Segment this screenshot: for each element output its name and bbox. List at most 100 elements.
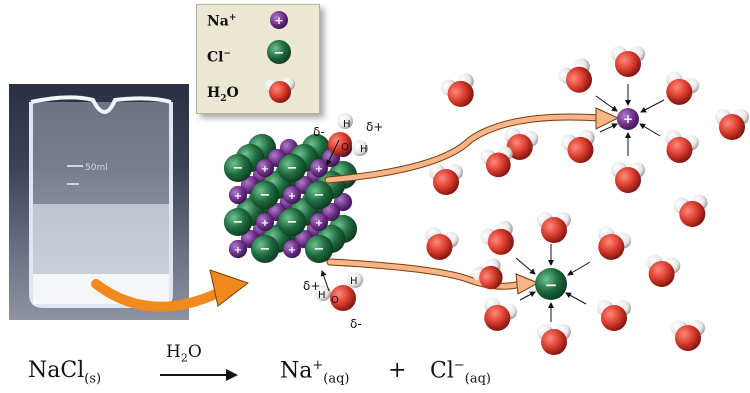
water-molecule: [429, 164, 463, 195]
legend-sodium-label: Na+: [207, 13, 236, 30]
water-molecule: [472, 258, 503, 290]
svg-text:+: +: [288, 245, 296, 256]
svg-text:−: −: [233, 215, 244, 230]
beaker-to-crystal-arrow: [91, 279, 225, 312]
svg-text:−: −: [260, 188, 271, 203]
equation-product-sodium: Na+(aq): [280, 358, 350, 387]
legend-water-icon: [265, 77, 295, 103]
lattice-chloride-ion: −: [250, 180, 280, 210]
bottom-delta-plus: δ+: [303, 279, 320, 293]
product-chloride-symbol: Cl: [430, 358, 454, 384]
lattice-sodium-ion: +: [228, 239, 248, 259]
legend-water-sub: 2: [220, 93, 227, 104]
solvent-h: H: [166, 342, 181, 362]
legend-water-h: H: [207, 85, 221, 101]
svg-text:+: +: [261, 164, 269, 175]
product-chloride-state: (aq): [464, 371, 491, 387]
water-molecule: [597, 300, 631, 331]
water-molecule: [665, 129, 699, 163]
water-molecule: [537, 212, 571, 243]
svg-text:+: +: [234, 191, 242, 202]
hydration-pointers: [515, 84, 665, 322]
water-molecule: [558, 58, 592, 93]
water-molecule: [484, 297, 518, 331]
product-sodium-charge: +: [312, 358, 324, 373]
svg-text:+: +: [261, 218, 269, 229]
hydrated-chloride-ion: −: [535, 268, 567, 300]
arrow-to-sodium-head: [595, 107, 620, 130]
product-chloride-charge: −: [453, 358, 465, 373]
hydration-arrow: [515, 257, 536, 275]
water-molecule: [611, 46, 645, 77]
svg-text:−: −: [287, 215, 298, 230]
lattice-chloride-ion: −: [223, 207, 253, 237]
beaker-arrow-head: [209, 269, 250, 307]
svg-text:−: −: [287, 161, 298, 176]
lattice-chloride-ion: −: [277, 207, 307, 237]
hydrated-sodium-ion: +: [617, 108, 639, 130]
bottom-h-upper-label: H: [350, 276, 358, 287]
water-molecule: [715, 109, 749, 140]
hydration-arrow: [567, 261, 591, 276]
water-molecule: [561, 129, 595, 163]
lattice-sodium-ion: +: [282, 185, 302, 205]
reaction-arrow-head: [226, 369, 238, 381]
water-molecule: [598, 226, 632, 260]
svg-text:−: −: [233, 161, 244, 176]
attached-water-top: O H H δ- δ+: [313, 113, 383, 166]
legend-chloride-symbol: Cl: [207, 49, 224, 66]
hydration-arrow: [519, 291, 536, 301]
equation-solvent: H2O: [166, 342, 202, 364]
lattice-chloride-ion: −: [223, 153, 253, 183]
lattice-sodium-ion: +: [309, 212, 329, 232]
svg-text:+: +: [288, 191, 296, 202]
water-molecule: [673, 194, 708, 227]
reactant-formula: NaCl: [28, 358, 85, 383]
legend-water-o: O: [226, 85, 239, 101]
reactant-state: (s): [84, 371, 102, 387]
legend-chloride-charge: −: [223, 49, 232, 59]
top-delta-minus: δ-: [313, 125, 325, 139]
lattice-chloride-ion: −: [277, 153, 307, 183]
svg-text:+: +: [274, 14, 283, 27]
lattice-sodium-ion: +: [255, 212, 275, 232]
svg-text:−: −: [314, 188, 325, 203]
lattice-sodium-ion: [321, 202, 341, 222]
bottom-delta-minus: δ-: [350, 317, 362, 331]
nacl-crystal: −+−++−+−−+−++−+−: [223, 133, 358, 264]
hydration-arrow: [640, 99, 665, 113]
bottom-oxygen-label: O: [331, 295, 339, 306]
water-molecule: [425, 226, 459, 260]
water-molecule: [480, 146, 513, 178]
svg-text:−: −: [274, 46, 285, 61]
water-molecule: [611, 162, 645, 193]
water-molecules: [425, 46, 749, 355]
legend-chloride-label: Cl−: [207, 49, 231, 66]
product-sodium-state: (aq): [323, 371, 350, 387]
svg-text:+: +: [234, 245, 242, 256]
svg-text:−: −: [314, 242, 325, 257]
water-molecule: [537, 324, 571, 355]
top-h-lower-label: H: [360, 144, 368, 155]
product-sodium-symbol: Na: [280, 358, 313, 384]
lattice-chloride-ion: −: [304, 180, 334, 210]
legend-sodium-charge: +: [228, 13, 237, 23]
lattice-sodium-ion: [333, 192, 353, 212]
svg-text:+: +: [315, 164, 323, 175]
solvent-sub: 2: [180, 351, 188, 365]
equation-reactant: NaCl(s): [28, 358, 101, 386]
water-molecule: [504, 127, 539, 160]
water-molecule: [666, 71, 700, 105]
lattice-sodium-ion: +: [282, 239, 302, 259]
hydration-arrow: [595, 95, 618, 112]
lattice-sodium-ion: +: [309, 158, 329, 178]
legend-sodium-icon: +: [270, 11, 288, 29]
hydration-arrow: [599, 123, 618, 133]
lattice-chloride-ion: −: [304, 234, 334, 264]
svg-text:−: −: [545, 276, 558, 294]
solvent-o: O: [187, 342, 202, 362]
arrow-to-chloride-head: [515, 273, 540, 295]
legend-box: Na+ Cl− H2O: [196, 4, 320, 114]
svg-text:−: −: [260, 242, 271, 257]
